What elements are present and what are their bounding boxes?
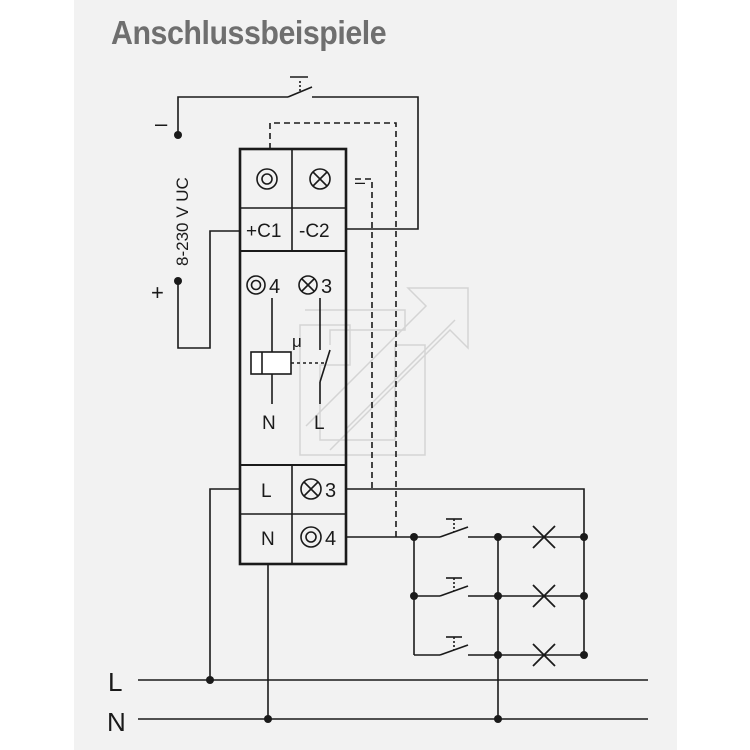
inner-terminal-ring-icon — [246, 275, 266, 295]
relay-mu-label: μ — [292, 332, 302, 351]
terminal-c2-label: -C2 — [299, 221, 330, 242]
pushbutton-3-icon — [439, 636, 498, 656]
coil-n-label: N — [262, 413, 276, 434]
junction-dot — [410, 533, 418, 541]
inner-terminal-lamp-icon — [298, 275, 318, 295]
control-minus-label: – — [355, 172, 365, 192]
junction-dot — [580, 592, 588, 600]
lamp-3-icon — [532, 643, 556, 667]
junction-dot — [264, 715, 272, 723]
diagram-panel — [74, 0, 677, 750]
junction-dot — [580, 533, 588, 541]
mains-n-label: N — [107, 707, 126, 737]
relay-contact-icon — [319, 349, 331, 383]
supply-pushbutton-icon — [287, 76, 313, 98]
page-title: Anschlussbeispiele — [111, 14, 387, 51]
inner-terminal-4-label: 4 — [269, 276, 280, 298]
junction-dot — [580, 651, 588, 659]
junction-dot — [206, 676, 214, 684]
terminal-n-label: N — [261, 529, 275, 550]
lamp-1-icon — [532, 525, 556, 549]
supply-plus-wire — [177, 230, 240, 349]
supply-minus-label: – — [155, 111, 168, 136]
junction-dot — [494, 533, 502, 541]
supply-minus-dot — [174, 131, 182, 139]
mains-l-label: L — [108, 667, 122, 697]
inner-terminal-3-label: 3 — [321, 276, 332, 298]
supply-voltage-label: 8-230 V UC — [173, 177, 192, 266]
supply-plus-dot — [174, 277, 182, 285]
relay-coil-icon — [250, 351, 292, 375]
terminal-ring-icon — [256, 168, 278, 190]
dashed-wire-3 — [355, 178, 373, 489]
dashed-wire-4 — [269, 122, 397, 537]
mains-l-to-device — [209, 488, 240, 680]
terminal-l-label: L — [261, 481, 272, 502]
terminal-lamp-icon — [309, 168, 331, 190]
junction-dot — [494, 651, 502, 659]
output-wire-3 — [346, 488, 585, 655]
junction-dots — [174, 131, 588, 723]
output-terminal-lamp-icon — [300, 478, 322, 500]
junction-dot — [494, 715, 502, 723]
device-module — [238, 147, 348, 566]
pushbutton-1-icon — [439, 518, 498, 538]
supply-switch-wire — [312, 96, 419, 230]
junction-dot — [494, 592, 502, 600]
terminal-c1-label: +C1 — [246, 221, 281, 242]
watermark-arrow-icon — [299, 287, 469, 456]
output-terminal-3-label: 3 — [325, 480, 336, 502]
junction-dot — [410, 592, 418, 600]
lamp-2-icon — [532, 584, 556, 608]
pushbutton-2-icon — [439, 577, 498, 597]
supply-minus-wire — [177, 96, 288, 133]
contact-l-label: L — [314, 413, 325, 434]
output-terminal-ring-icon — [300, 526, 322, 548]
output-terminal-4-label: 4 — [325, 528, 336, 550]
supply-plus-label: + — [151, 280, 164, 305]
